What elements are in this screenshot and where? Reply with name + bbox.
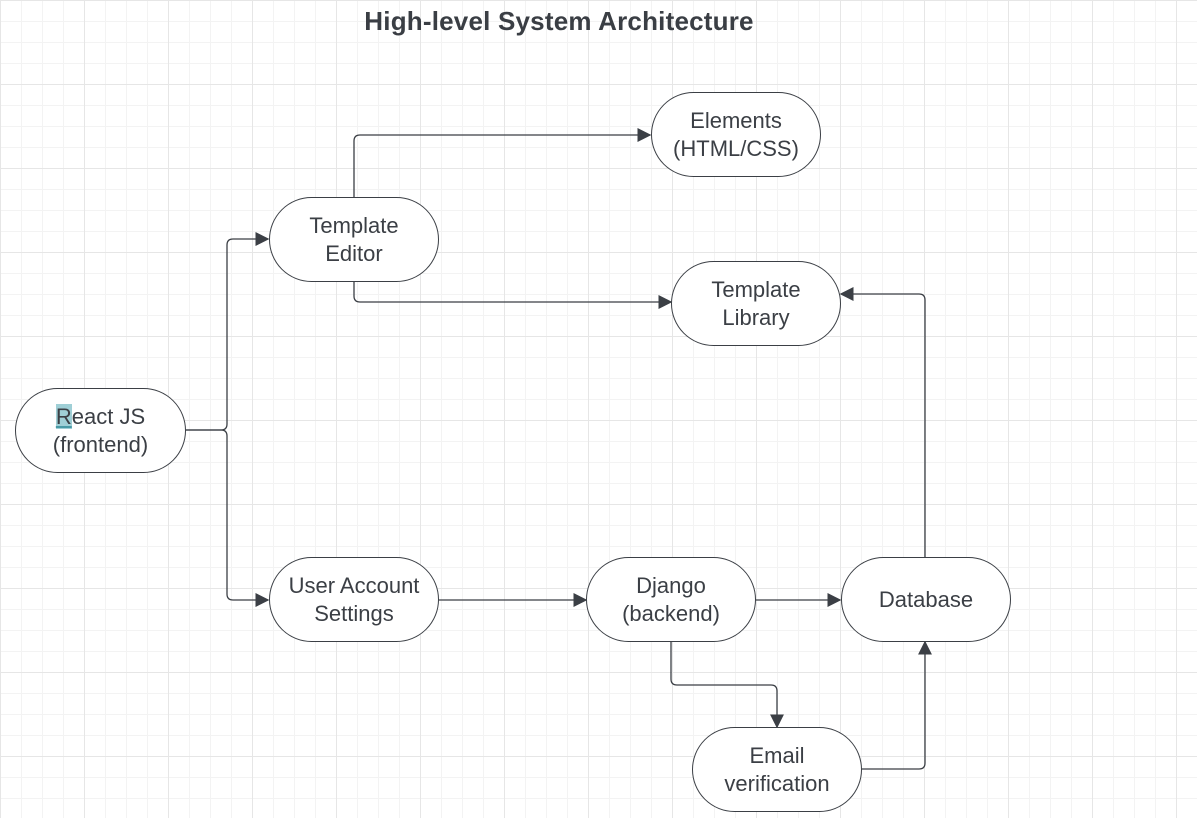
node-email-line1: Email [749,742,805,768]
node-react-line2: (frontend) [52,431,149,457]
node-template-editor-line2: Editor [325,240,383,266]
node-template-editor-line1: Template [309,212,399,238]
edge-template-editor-to-template-library[interactable] [353,282,673,309]
node-user-settings-line1: User Account [288,572,420,598]
node-django-backend[interactable]: Django (backend) [586,557,756,642]
node-template-library-line2: Library [722,304,790,330]
node-django-line1: Django [636,572,706,598]
node-template-library[interactable]: Template Library [671,261,841,346]
text-selection-highlight: R [55,403,72,429]
node-elements[interactable]: Elements (HTML/CSS) [651,92,821,177]
diagram-title: High-level System Architecture [364,6,754,36]
node-database-line1: Database [878,586,974,612]
edge-react-to-user-settings[interactable] [186,429,270,607]
node-database[interactable]: Database [841,557,1011,642]
node-elements-line1: Elements [690,107,782,133]
edge-template-editor-to-elements[interactable] [353,128,652,197]
edge-email-to-database[interactable] [862,640,932,770]
node-django-line2: (backend) [622,600,720,626]
node-react-line1: React JS [55,403,146,429]
node-template-editor[interactable]: Template Editor [269,197,439,282]
node-template-library-line1: Template [711,276,801,302]
edge-database-to-template-library[interactable] [839,287,926,557]
node-react-frontend[interactable]: React JS (frontend) [15,388,186,473]
edge-react-to-template-editor[interactable] [186,232,270,431]
node-user-account-settings[interactable]: User Account Settings [269,557,439,642]
node-user-settings-line2: Settings [314,600,394,626]
edge-django-to-email[interactable] [670,642,784,729]
node-elements-line2: (HTML/CSS) [673,135,799,161]
node-email-verification[interactable]: Email verification [692,727,862,812]
node-email-line2: verification [724,770,830,796]
